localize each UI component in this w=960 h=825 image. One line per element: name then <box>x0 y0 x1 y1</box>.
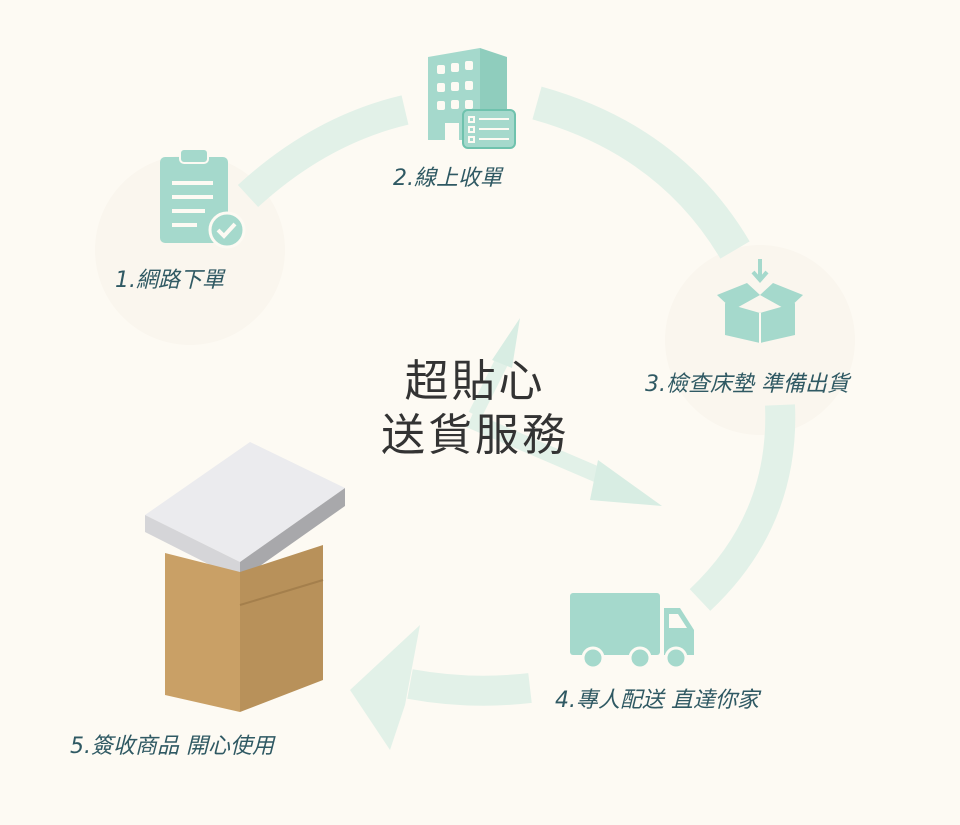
arc-3-4 <box>689 404 796 611</box>
title-line1: 超貼心 <box>404 356 546 407</box>
clipboard-check-icon <box>160 148 246 249</box>
center-arrow-up <box>468 351 512 419</box>
arrowhead-right <box>590 460 662 506</box>
arc-4-5 <box>407 669 532 706</box>
truck-icon <box>570 593 694 670</box>
center-title: 超貼心 送貨服務 <box>360 355 590 463</box>
box-down-arrow-icon <box>717 259 803 343</box>
step1-halo <box>95 155 285 345</box>
arc-1-2 <box>237 95 409 208</box>
step4-label: 4.專人配送 直達你家 <box>555 688 759 713</box>
step5-label: 5.簽收商品 開心使用 <box>70 734 274 759</box>
arrowhead-left <box>350 625 420 750</box>
mattress-box-icon <box>145 442 345 712</box>
arc-2-3 <box>532 86 750 259</box>
step1-label: 1.網路下單 <box>115 268 224 293</box>
arrowhead-up <box>492 318 520 368</box>
building-form-icon <box>428 48 516 149</box>
center-arrow-right <box>466 412 614 488</box>
step3-label: 3.檢查床墊 準備出貨 <box>645 372 849 397</box>
title-line2: 送貨服務 <box>381 410 569 461</box>
step2-label: 2.線上收單 <box>393 166 502 191</box>
